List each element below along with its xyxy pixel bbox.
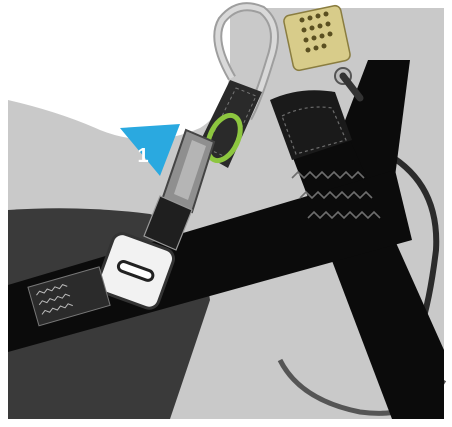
step-marker-label: 1	[137, 145, 148, 167]
